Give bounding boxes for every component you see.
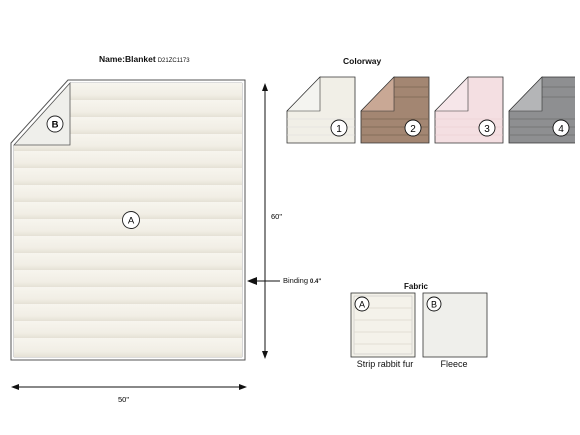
blanket-name-label: Name:Blanket (99, 54, 156, 64)
colorway-swatch-2[interactable]: 2 (360, 76, 430, 144)
height-label: 60" (271, 212, 282, 221)
binding-value: 0.4" (310, 279, 322, 285)
fabric-a-name: Strip rabbit fur (356, 359, 414, 369)
binding-pointer-arrow (247, 277, 280, 285)
fur-stripes (14, 83, 242, 357)
binding-label: Binding (283, 276, 309, 285)
fabric-b-name: Fleece (440, 359, 468, 369)
colorway-title: Colorway (343, 56, 382, 66)
fabric-swatch-b[interactable]: B (422, 292, 488, 358)
fabric-swatches: A B (350, 292, 488, 358)
colorway-number-4: 4 (558, 124, 564, 135)
colorway-swatch-3[interactable]: 3 (434, 76, 504, 144)
fabric-swatch-a[interactable]: A (350, 292, 416, 358)
fabric-a-label: A (359, 300, 365, 310)
colorway-number-1: 1 (336, 124, 342, 135)
fabric-b-marker (46, 115, 64, 133)
fabric-a-marker (122, 211, 140, 229)
fabric-b-marker-label: B (52, 120, 59, 131)
width-dimension-arrow (11, 384, 247, 390)
colorway-number-3: 3 (484, 124, 490, 135)
height-dimension-arrow (262, 83, 268, 359)
colorway-swatch-1[interactable]: 1 (286, 76, 356, 144)
folded-corner (13, 81, 71, 146)
colorway-number-2: 2 (410, 124, 416, 135)
fabric-a-marker-label: A (128, 216, 135, 227)
fabric-title: Fabric (404, 282, 429, 291)
width-label: 50" (118, 395, 129, 404)
colorway-swatches: 1 2 3 4 (286, 76, 575, 144)
blanket-code: D21ZC1173 (157, 58, 190, 64)
fabric-b-label: B (431, 300, 437, 310)
colorway-swatch-4[interactable]: 4 (508, 76, 575, 144)
